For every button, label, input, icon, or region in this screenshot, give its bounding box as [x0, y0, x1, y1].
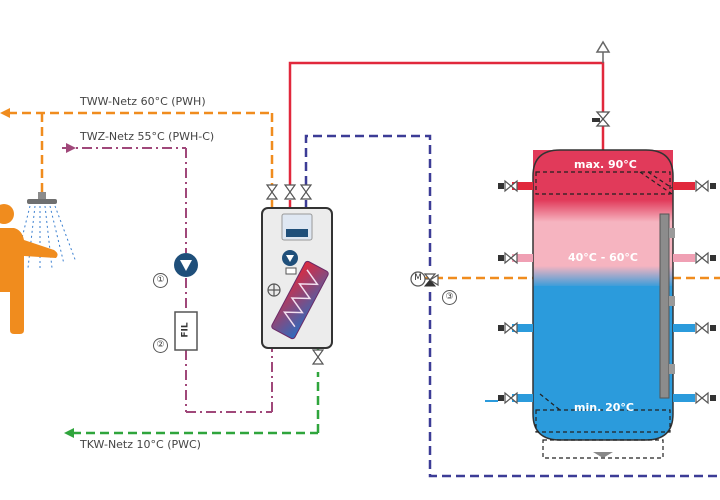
- tkw-network-label: TKW-Netz 10°C (PWC): [80, 438, 201, 451]
- station-pump-icon: [282, 250, 298, 266]
- tank-left-connections: [485, 179, 533, 405]
- marker-filter: ②: [153, 338, 168, 353]
- tank-top-handle: [592, 118, 600, 122]
- station-bottom-valve: [311, 349, 325, 365]
- pump-icon: [174, 253, 198, 277]
- vent-icon: [595, 40, 611, 63]
- circulation-arrow: [66, 143, 76, 153]
- sensor-rail: [659, 213, 675, 399]
- motor-label: M: [414, 273, 422, 283]
- hot-water-arrow: [0, 108, 10, 118]
- twz-network-label: TWZ-Netz 55°C (PWH-C): [80, 130, 215, 143]
- station-valves: [265, 184, 313, 200]
- motor-valve-icon: [410, 271, 439, 287]
- circulation-line: [62, 147, 273, 413]
- tank-foot: [593, 452, 613, 458]
- heat-exchanger-icon: [271, 260, 329, 340]
- filter-label: FIL: [180, 322, 191, 338]
- shower-icon: [15, 192, 77, 269]
- station-display: [286, 229, 308, 237]
- marker-pump: ①: [153, 273, 168, 288]
- tank-mid-temperature: 40°C - 60°C: [568, 251, 638, 264]
- tank-top-temperature: max. 90°C: [574, 158, 637, 171]
- tww-network-label: TWW-Netz 60°C (PWH): [80, 95, 206, 108]
- station-sensor: [285, 267, 297, 275]
- filter-icon: [174, 311, 198, 351]
- tank-bottom-temperature: min. 20°C: [574, 401, 634, 414]
- flow-valve-icon: [595, 111, 611, 127]
- storage-tank: [532, 149, 674, 441]
- cold-water-arrow: [64, 428, 74, 438]
- tank-right-connections: [673, 179, 716, 405]
- person-icon: [0, 204, 58, 334]
- station-fan-icon: [267, 283, 281, 297]
- marker-mixing-valve: ③: [442, 290, 457, 305]
